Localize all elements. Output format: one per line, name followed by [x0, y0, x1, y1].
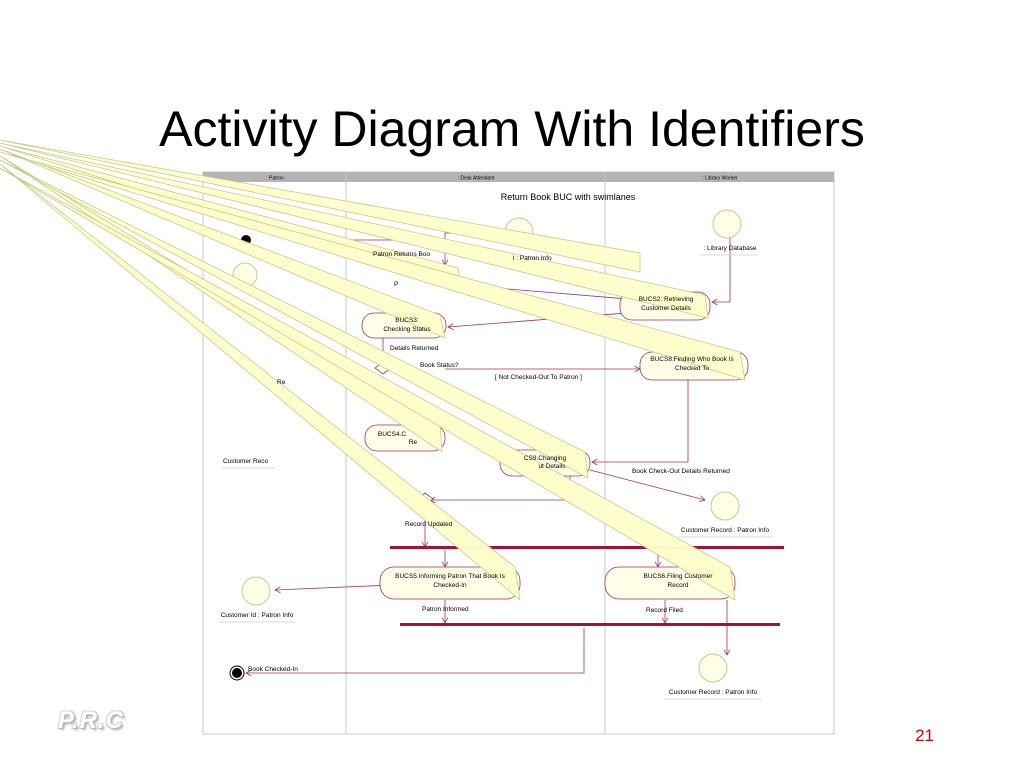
lane-header-library-worker: : Library Worker [702, 176, 738, 182]
flow-label-details-returned: Details Returned [390, 345, 439, 352]
flow-label-patron-informed: Patron Informed [422, 606, 469, 613]
object-label-customer-record-right: Customer Record : Patron Info [681, 527, 770, 534]
callout-beam-4 [0, 148, 446, 339]
activity-bucs5-line2: Checked-In [433, 582, 467, 589]
callout-beam-7 [0, 159, 589, 479]
flow-label-book-status: Book Status? [420, 362, 459, 369]
activity-bucs9-line2: ut Details [538, 463, 566, 470]
object-library-database [712, 209, 742, 239]
activity-bucs5-line1: BUCS5.Informing Patron That Book Is [395, 573, 505, 580]
flow-label-book-checkout-returned: Book Check-Out Details Returned [632, 468, 730, 475]
flow-label-record-filed: Record Filed [646, 607, 683, 614]
callout-beam-9 [0, 167, 736, 601]
activity-bucs6-line1: BUCS6.Filing Customer [644, 573, 714, 580]
slide-number: 21 [915, 726, 934, 745]
prc-logo: P.R.C [58, 707, 124, 734]
activity-bucs8-line1: BUCS8.Finding Who Book Is [650, 356, 734, 363]
activity-bucs5 [379, 566, 521, 600]
callout-beam-1 [0, 139, 641, 273]
object-label-customer-record-left: Customer Reco [223, 458, 269, 465]
callout-beam-8 [0, 163, 521, 601]
lane-header-patron: : Patron [266, 176, 284, 182]
diagram-caption: Return Book BUC with swimlanes [501, 192, 636, 202]
flow-label-fragment-p: P [394, 281, 398, 288]
activity-bucs9-line1: CS9.Changing [524, 455, 567, 462]
flow-label-record-updated: Record Updated [405, 521, 453, 528]
flow-label-not-checked-out: [ Not Checked-Out To Patron ] [495, 374, 582, 381]
sync-bar-join [400, 623, 780, 626]
object-label-customer-id: Customer Id : Patron Info [221, 612, 294, 619]
flow-label-book-checked-in: Book Checked-In [248, 666, 298, 673]
object-customer-id [241, 576, 271, 606]
callout-beam-5 [0, 151, 746, 381]
activity-bucs3-line2: Checking Status [383, 326, 431, 333]
slide-title: Activity Diagram With Identifiers [159, 101, 865, 157]
flow-label-patron-returns: Patron Returns Boo [373, 251, 430, 258]
activity-bucs3-line1: BUCS3: [395, 317, 419, 324]
sync-bar-fork [390, 546, 784, 549]
activity-bucs2-line2: Customer Details [641, 305, 692, 312]
activity-bucs2-line1: BUCS2: Retrieving [639, 296, 694, 303]
object-label-customer-record-bottom: Customer Record : Patron Info [669, 689, 758, 696]
activity-bucs6-line2: Record [668, 582, 689, 589]
object-label-library-database: : Library Database [703, 245, 756, 252]
final-node [229, 665, 245, 681]
object-nodes [220, 209, 773, 700]
activity-bucs8-line2: Checked To [675, 365, 710, 372]
activity-bucs4-line1: BUCS4.C [378, 431, 406, 438]
identifier-callouts [0, 139, 746, 601]
object-customer-record-bottom [698, 653, 728, 683]
callout-beam-2 [0, 142, 709, 319]
activity-bucs4-line2: Re [409, 439, 418, 446]
object-label-patron-info-top: l : Patron Info [513, 255, 552, 262]
object-customer-record-right [710, 491, 740, 521]
lane-header-desk-attendant: : Desk Attendant [458, 176, 495, 182]
flow-label-fragment-r: Re [277, 379, 286, 386]
